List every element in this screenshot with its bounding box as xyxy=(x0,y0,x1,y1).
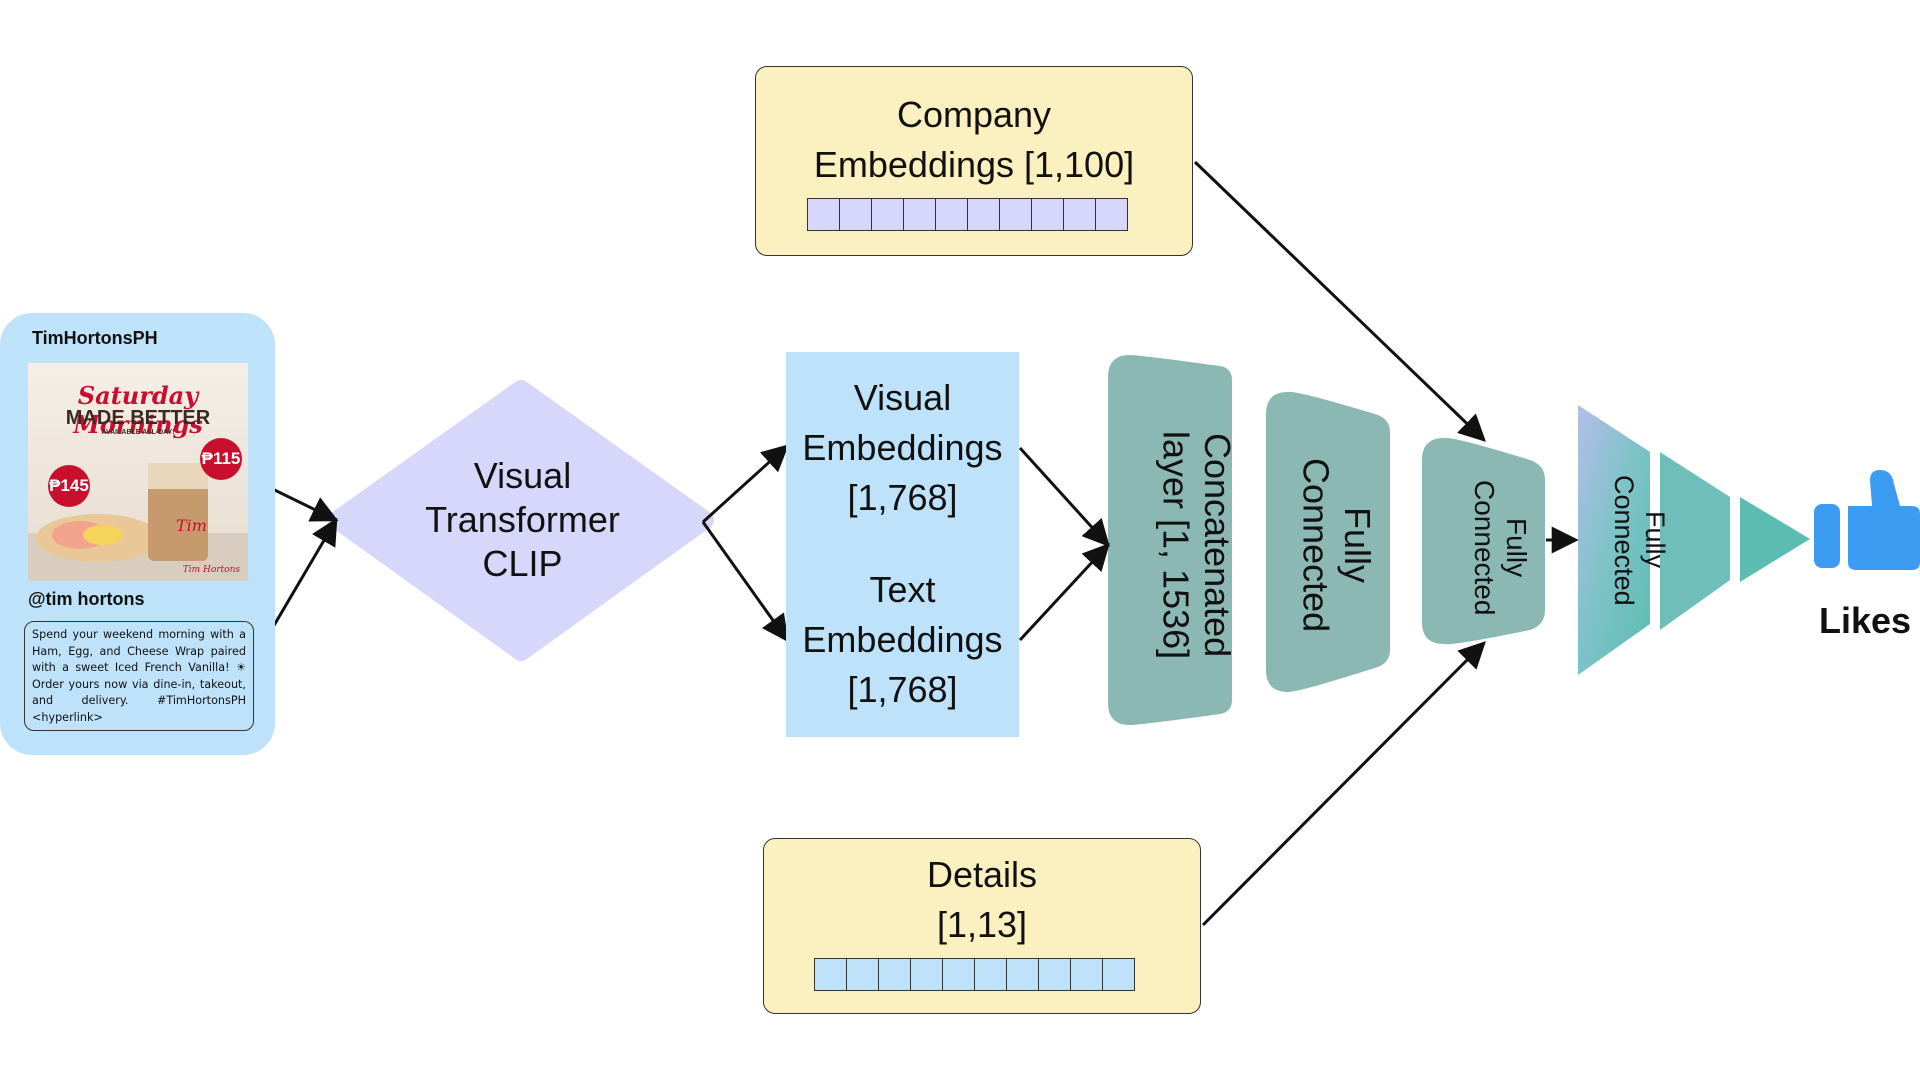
details-label-line1: Details xyxy=(926,854,1038,895)
fc1-layer-shape xyxy=(1266,391,1390,693)
text-emb-line1: Text xyxy=(869,569,936,610)
arrow-clip-to-text-emb xyxy=(701,521,789,643)
ad-tagline: AVAILABLE ALL-DAY! xyxy=(101,429,175,436)
vector-cell xyxy=(967,198,1000,231)
post-account-name: TimHortonsPH xyxy=(32,328,158,348)
vector-cell xyxy=(878,958,911,991)
price-badge-right: ₱115 xyxy=(200,438,242,480)
ad-subtitle: MADE BETTER xyxy=(65,407,211,429)
vector-cell xyxy=(1095,198,1128,231)
concat-layer-shape xyxy=(1108,355,1232,725)
fc3-layer-shape xyxy=(1578,405,1650,675)
svg-text:Tim: Tim xyxy=(176,516,207,535)
text-emb-line3: [1,768] xyxy=(847,669,958,710)
arrow-visual-emb-to-concat xyxy=(1018,446,1110,547)
post-handle: @tim hortons xyxy=(28,589,145,609)
vector-cell xyxy=(910,958,943,991)
embeddings-box xyxy=(786,352,1019,737)
vector-cell xyxy=(846,958,879,991)
visual-emb-line1: Visual xyxy=(853,377,952,418)
thumbs-up-icon xyxy=(1814,470,1920,570)
ad-brand-logo: Tim Hortons xyxy=(182,565,240,575)
vector-cell xyxy=(1006,958,1039,991)
details-label-line2: [1,13] xyxy=(936,904,1028,945)
vector-cell xyxy=(1102,958,1135,991)
vector-cell xyxy=(935,198,968,231)
arrow-details-to-fc2 xyxy=(1201,641,1486,927)
vector-cell xyxy=(942,958,975,991)
vector-cell xyxy=(839,198,872,231)
clip-label-line1: Visual xyxy=(473,455,572,496)
company-embeddings-label: Company Embeddings [1,100] xyxy=(755,90,1193,190)
visual-embeddings-label: Visual Embeddings [1,768] xyxy=(786,373,1019,523)
arrow-clip-to-visual-emb xyxy=(701,444,790,524)
ad-title: Saturday Mornings xyxy=(73,381,203,439)
visual-emb-line3: [1,768] xyxy=(847,477,958,518)
clip-diamond xyxy=(328,380,714,661)
text-embeddings-label: Text Embeddings [1,768] xyxy=(786,565,1019,715)
food-illustration: Tim xyxy=(28,463,248,581)
output-taper-mid xyxy=(1660,452,1730,630)
post-image: Saturday Mornings MADE BETTER AVAILABLE … xyxy=(28,363,248,581)
vector-cell xyxy=(1031,198,1064,231)
fc2-label: Fully Connected xyxy=(1468,480,1532,616)
fc2-layer-shape xyxy=(1422,437,1545,645)
vector-cell xyxy=(807,198,840,231)
arrow-text-emb-to-concat xyxy=(1018,543,1110,642)
vector-cell xyxy=(1070,958,1103,991)
clip-label: Visual Transformer CLIP xyxy=(400,455,645,585)
arrow-company-to-fc2 xyxy=(1193,160,1486,442)
company-vector-cells xyxy=(807,198,1128,231)
vector-cell xyxy=(903,198,936,231)
company-label-line1: Company xyxy=(896,94,1052,135)
post-caption: Spend your weekend morning with a Ham, E… xyxy=(24,621,254,731)
clip-label-line3: CLIP xyxy=(482,543,563,584)
vector-cell xyxy=(999,198,1032,231)
text-emb-line2: Embeddings xyxy=(802,619,1003,660)
fc1-label: Fully Connected xyxy=(1295,457,1378,633)
clip-label-line2: Transformer xyxy=(425,499,620,540)
fc3-label: Fully Connected xyxy=(1608,474,1670,606)
details-vector-cells xyxy=(814,958,1135,991)
visual-emb-line2: Embeddings xyxy=(802,427,1003,468)
vector-cell xyxy=(871,198,904,231)
vector-cell xyxy=(1063,198,1096,231)
company-label-line2: Embeddings [1,100] xyxy=(813,144,1135,185)
likes-label: Likes xyxy=(1818,600,1912,641)
vector-cell xyxy=(814,958,847,991)
vector-cell xyxy=(974,958,1007,991)
details-label: Details [1,13] xyxy=(763,850,1201,950)
output-taper-tip xyxy=(1740,497,1810,582)
vector-cell xyxy=(1038,958,1071,991)
price-badge-left: ₱145 xyxy=(48,465,90,507)
concatenated-layer-label: Concatenated layer [1, 1536] xyxy=(1155,430,1238,660)
